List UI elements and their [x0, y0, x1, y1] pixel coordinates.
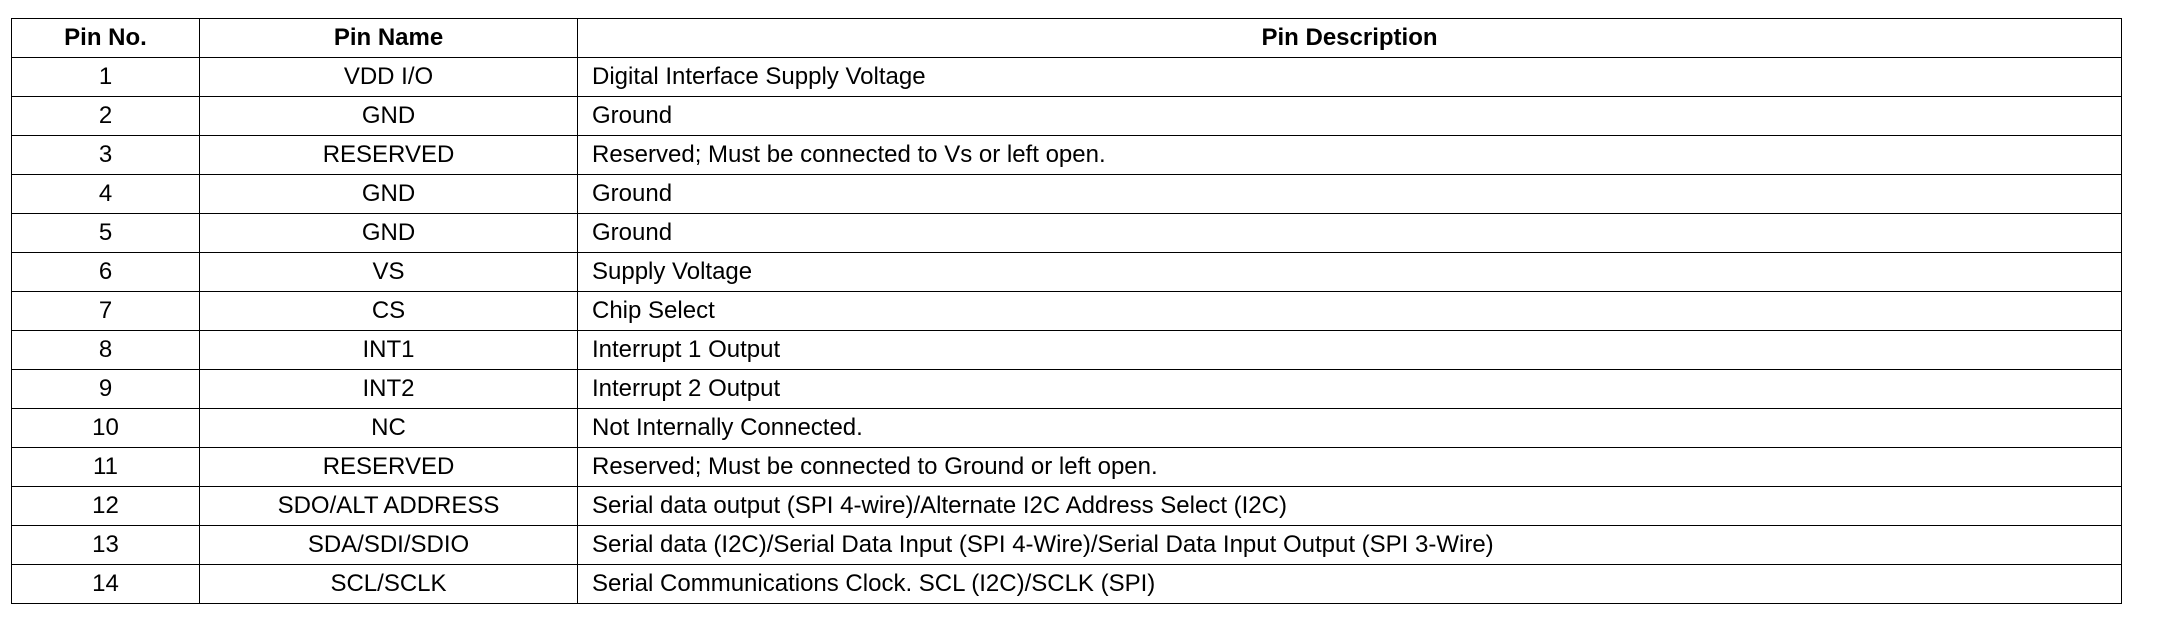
pin-number: 8 [11, 330, 200, 370]
table-row: 8 INT1 Interrupt 1 Output [11, 330, 2122, 370]
pin-description: Interrupt 2 Output [577, 369, 2122, 409]
pin-description: Serial data (I2C)/Serial Data Input (SPI… [577, 525, 2122, 565]
table-row: 10 NC Not Internally Connected. [11, 408, 2122, 448]
pin-description: Ground [577, 213, 2122, 253]
pin-description: Digital Interface Supply Voltage [577, 57, 2122, 97]
table-row: 6 VS Supply Voltage [11, 252, 2122, 292]
pin-number: 9 [11, 369, 200, 409]
table-row: 7 CS Chip Select [11, 291, 2122, 331]
pin-number: 13 [11, 525, 200, 565]
pin-description: Supply Voltage [577, 252, 2122, 292]
header-pin-description: Pin Description [577, 18, 2122, 58]
table-row: 4 GND Ground [11, 174, 2122, 214]
pin-name: CS [199, 291, 578, 331]
table-row: 1 VDD I/O Digital Interface Supply Volta… [11, 57, 2122, 97]
pin-name: GND [199, 96, 578, 136]
pin-number: 10 [11, 408, 200, 448]
pin-description: Ground [577, 96, 2122, 136]
table-row: 14 SCL/SCLK Serial Communications Clock.… [11, 564, 2122, 604]
pin-description: Reserved; Must be connected to Vs or lef… [577, 135, 2122, 175]
pin-description: Chip Select [577, 291, 2122, 331]
pin-name: SDO/ALT ADDRESS [199, 486, 578, 526]
table-row: 11 RESERVED Reserved; Must be connected … [11, 447, 2122, 487]
pin-number: 4 [11, 174, 200, 214]
table-row: 3 RESERVED Reserved; Must be connected t… [11, 135, 2122, 175]
pin-description-table: Pin No. Pin Name Pin Description 1 VDD I… [11, 18, 2122, 604]
pin-number: 14 [11, 564, 200, 604]
pin-name: VDD I/O [199, 57, 578, 97]
pin-description: Ground [577, 174, 2122, 214]
table-row: 9 INT2 Interrupt 2 Output [11, 369, 2122, 409]
pin-name: INT1 [199, 330, 578, 370]
pin-description: Serial data output (SPI 4-wire)/Alternat… [577, 486, 2122, 526]
pin-number: 6 [11, 252, 200, 292]
pin-name: NC [199, 408, 578, 448]
pin-number: 2 [11, 96, 200, 136]
table-row: 12 SDO/ALT ADDRESS Serial data output (S… [11, 486, 2122, 526]
table-header-row: Pin No. Pin Name Pin Description [11, 18, 2122, 58]
pin-number: 7 [11, 291, 200, 331]
table-row: 2 GND Ground [11, 96, 2122, 136]
pin-description: Not Internally Connected. [577, 408, 2122, 448]
table-row: 13 SDA/SDI/SDIO Serial data (I2C)/Serial… [11, 525, 2122, 565]
pin-name: GND [199, 213, 578, 253]
pin-name: SDA/SDI/SDIO [199, 525, 578, 565]
pin-name: RESERVED [199, 447, 578, 487]
pin-number: 12 [11, 486, 200, 526]
pin-name: INT2 [199, 369, 578, 409]
pin-name: RESERVED [199, 135, 578, 175]
header-pin-name: Pin Name [199, 18, 578, 58]
pin-name: VS [199, 252, 578, 292]
table-row: 5 GND Ground [11, 213, 2122, 253]
pin-number: 3 [11, 135, 200, 175]
pin-name: SCL/SCLK [199, 564, 578, 604]
pin-name: GND [199, 174, 578, 214]
header-pin-no: Pin No. [11, 18, 200, 58]
pin-description: Interrupt 1 Output [577, 330, 2122, 370]
pin-number: 5 [11, 213, 200, 253]
pin-number: 1 [11, 57, 200, 97]
pin-number: 11 [11, 447, 200, 487]
pin-description: Serial Communications Clock. SCL (I2C)/S… [577, 564, 2122, 604]
pin-description: Reserved; Must be connected to Ground or… [577, 447, 2122, 487]
